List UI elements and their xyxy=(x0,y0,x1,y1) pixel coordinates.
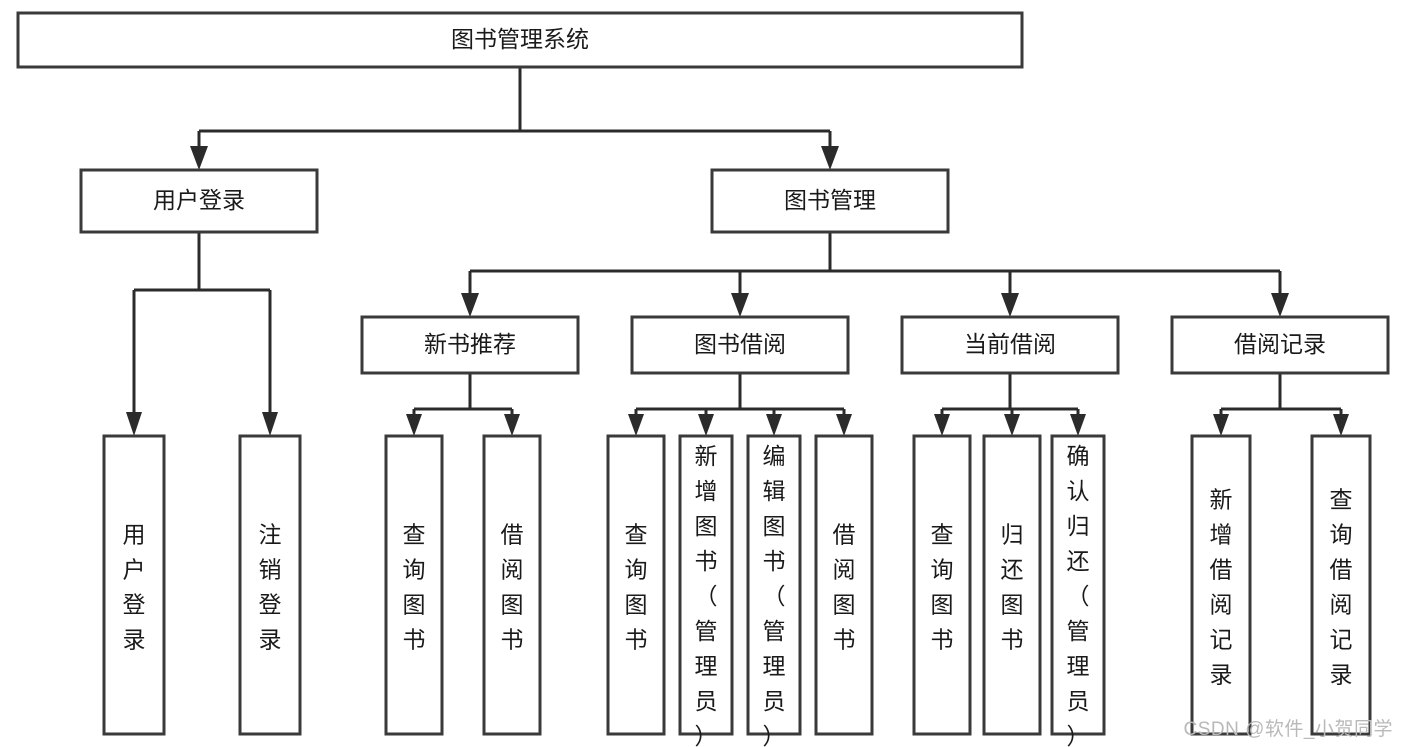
leaf-label-leaf-return-book: 归还图书 xyxy=(1001,521,1024,652)
leaf-label-text: 查询图书 xyxy=(403,521,426,652)
leaf-confirm-return-admin-box[interactable] xyxy=(1050,434,1106,736)
node-borrow-record-label: 借阅记录 xyxy=(1234,331,1326,357)
leaf-user-login-box[interactable] xyxy=(102,434,166,736)
leaf-logout-login-box[interactable] xyxy=(238,434,302,736)
leaf-query-book-borrow-box[interactable] xyxy=(606,434,666,736)
leaf-label-text: 新增借阅记录 xyxy=(1210,486,1233,687)
node-root[interactable]: 图书管理系统 xyxy=(16,11,1024,69)
arrow-book-borrow-leaf-3 xyxy=(766,414,782,436)
node-book-management[interactable]: 图书管理 xyxy=(710,168,950,234)
connector-layer xyxy=(126,67,1349,436)
arrow-new-book-leaf-2 xyxy=(504,414,520,436)
leaf-text-layer: 用户登录 注销登录 查询图书 借阅图书 查询图书 新增图书（管理员） 编辑图书（管理员） 借阅… xyxy=(123,443,1353,747)
arrow-bm-to-borrow-record xyxy=(1271,293,1289,317)
node-user-login-label: 用户登录 xyxy=(153,187,245,213)
leaf-label-leaf-query-book-recommend: 查询图书 xyxy=(403,521,426,652)
leaf-label-text: 借阅图书 xyxy=(833,521,856,652)
node-book-management-box[interactable] xyxy=(710,168,950,234)
leaf-label-leaf-add-book-admin: 新增图书（管理员） xyxy=(695,443,718,747)
leaf-label-text: 查询图书 xyxy=(625,521,648,652)
leaf-borrow-book-recommend-box[interactable] xyxy=(482,434,542,736)
leaf-label-text: 用户登录 xyxy=(123,521,146,652)
csdn-watermark: CSDN @软件_小贺同学 xyxy=(1183,719,1393,740)
arrow-user-login-leaf-2 xyxy=(262,412,278,436)
node-new-book-recommend-box[interactable] xyxy=(360,315,580,375)
leaf-label-leaf-confirm-return-admin: 确认归还（管理员） xyxy=(1067,443,1090,747)
leaf-label-text: 归还图书 xyxy=(1001,521,1024,652)
node-current-borrow-label: 当前借阅 xyxy=(964,331,1056,357)
leaf-label-leaf-edit-book-admin: 编辑图书（管理员） xyxy=(763,443,786,747)
leaf-label-text: 借阅图书 xyxy=(501,521,524,652)
arrow-book-borrow-leaf-1 xyxy=(628,414,644,436)
leaf-label-text: 注销登录 xyxy=(259,521,282,652)
node-user-login-box[interactable] xyxy=(79,168,319,234)
node-borrow-record[interactable]: 借阅记录 xyxy=(1170,315,1390,375)
arrow-bm-to-book-borrow xyxy=(731,293,749,317)
node-current-borrow-box[interactable] xyxy=(900,315,1120,375)
leaf-label-leaf-query-book-borrow: 查询图书 xyxy=(625,521,648,652)
leaf-query-book-current-box[interactable] xyxy=(912,434,972,736)
leaf-label-leaf-query-book-current: 查询图书 xyxy=(931,521,954,652)
arrow-new-book-leaf-1 xyxy=(406,414,422,436)
node-user-login[interactable]: 用户登录 xyxy=(79,168,319,234)
leaf-label-text: 确认归还（管理员） xyxy=(1067,443,1090,747)
leaf-label-text: 查询图书 xyxy=(931,521,954,652)
leaf-borrow-book-box[interactable] xyxy=(814,434,874,736)
node-root-label: 图书管理系统 xyxy=(451,26,589,52)
leaf-query-borrow-record-box[interactable] xyxy=(1310,434,1372,736)
arrow-bm-to-new-book-recommend xyxy=(461,293,479,317)
arrow-borrow-record-leaf-2 xyxy=(1333,414,1349,436)
node-borrow-record-box[interactable] xyxy=(1170,315,1390,375)
node-book-management-label: 图书管理 xyxy=(784,187,876,213)
node-book-borrow-box[interactable] xyxy=(630,315,850,375)
arrow-current-borrow-leaf-2 xyxy=(1004,414,1020,436)
leaf-label-leaf-query-borrow-record: 查询借阅记录 xyxy=(1330,486,1353,687)
arrow-borrow-record-leaf-1 xyxy=(1213,414,1229,436)
leaf-label-leaf-user-login: 用户登录 xyxy=(123,521,146,652)
arrow-root-to-user-login xyxy=(190,146,208,170)
leaf-query-book-recommend-box[interactable] xyxy=(384,434,444,736)
leaf-layer xyxy=(102,434,1372,736)
node-root-box[interactable] xyxy=(16,11,1024,69)
arrow-book-borrow-leaf-2 xyxy=(698,414,714,436)
leaf-label-text: 编辑图书（管理员） xyxy=(763,443,786,747)
arrow-bm-to-current-borrow xyxy=(1001,293,1019,317)
node-new-book-recommend[interactable]: 新书推荐 xyxy=(360,315,580,375)
leaf-label-leaf-logout-login: 注销登录 xyxy=(259,521,282,652)
node-book-borrow-label: 图书借阅 xyxy=(694,331,786,357)
leaf-return-book-box[interactable] xyxy=(982,434,1042,736)
arrow-book-borrow-leaf-4 xyxy=(836,414,852,436)
leaf-label-leaf-borrow-book-recommend: 借阅图书 xyxy=(501,521,524,652)
leaf-edit-book-admin-box[interactable] xyxy=(746,434,802,736)
leaf-add-borrow-record-box[interactable] xyxy=(1190,434,1252,736)
arrow-current-borrow-leaf-3 xyxy=(1070,414,1086,436)
arrow-user-login-leaf-1 xyxy=(126,412,142,436)
arrow-current-borrow-leaf-1 xyxy=(934,414,950,436)
arrow-root-to-book-management xyxy=(821,146,839,170)
leaf-label-text: 查询借阅记录 xyxy=(1330,486,1353,687)
leaf-label-leaf-borrow-book: 借阅图书 xyxy=(833,521,856,652)
leaf-add-book-admin-box[interactable] xyxy=(678,434,734,736)
node-book-borrow[interactable]: 图书借阅 xyxy=(630,315,850,375)
node-new-book-recommend-label: 新书推荐 xyxy=(424,331,516,357)
leaf-label-leaf-add-borrow-record: 新增借阅记录 xyxy=(1210,486,1233,687)
node-current-borrow[interactable]: 当前借阅 xyxy=(900,315,1120,375)
leaf-label-text: 新增图书（管理员） xyxy=(695,443,718,747)
